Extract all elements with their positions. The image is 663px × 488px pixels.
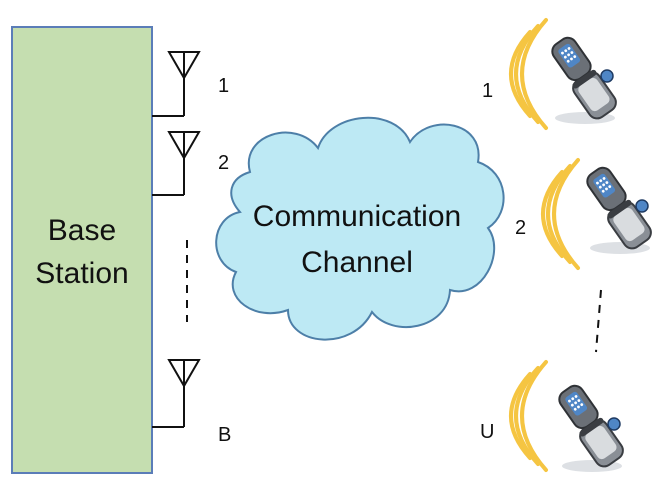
channel-cloud: [215, 117, 505, 341]
user-2-label: 2: [515, 217, 526, 239]
channel-label-line2: Channel: [301, 246, 413, 279]
base-station-label-line1: Base: [48, 214, 116, 247]
signal-wave-icon: [541, 158, 580, 270]
signal-wave-icon: [509, 360, 548, 472]
antenna-1: 1: [152, 51, 229, 117]
user-u: U: [480, 360, 628, 473]
antenna-1-label: 1: [218, 75, 229, 97]
user-2: 2: [515, 158, 656, 270]
mobile-phone-icon: [551, 381, 628, 473]
antenna-icon: [168, 359, 200, 401]
base-station-box: [11, 26, 153, 474]
mobile-phone-icon: [579, 163, 656, 255]
user-u-label: U: [480, 421, 494, 443]
channel-label-line1: Communication: [253, 200, 461, 233]
antenna-2-label: 2: [218, 152, 229, 174]
user-1-label: 1: [482, 80, 493, 102]
user-ellipsis: [595, 289, 602, 353]
antenna-icon: [168, 51, 200, 93]
antenna-b-label: B: [218, 424, 231, 446]
antenna-b: B: [152, 359, 231, 446]
signal-wave-icon: [509, 18, 548, 130]
user-1: 1: [482, 18, 621, 130]
base-station-label-line2: Station: [35, 257, 128, 290]
antenna-icon: [168, 131, 200, 173]
mobile-phone-icon: [544, 33, 621, 125]
antenna-2: 2: [152, 131, 229, 196]
